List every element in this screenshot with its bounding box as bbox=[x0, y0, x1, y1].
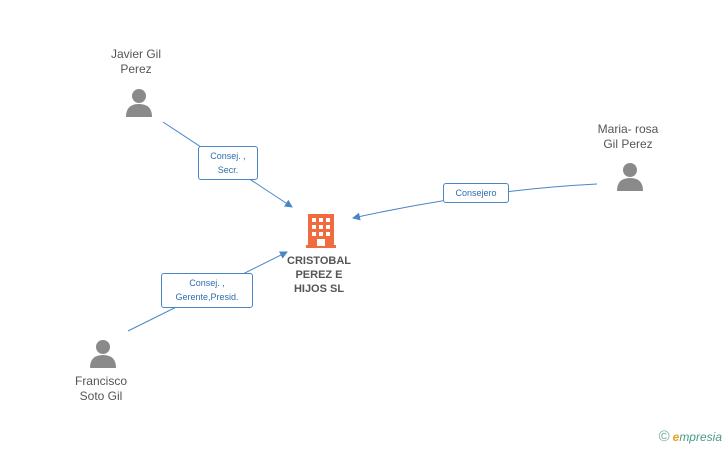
person-name-javier[interactable]: Javier Gil Perez bbox=[110, 47, 161, 76]
building-icon[interactable] bbox=[306, 214, 336, 248]
person-icon[interactable] bbox=[615, 162, 645, 192]
role-box-francisco[interactable]: Consej. , Gerente,Presid. bbox=[161, 273, 253, 308]
role-box-maria[interactable]: Consejero bbox=[443, 183, 509, 203]
copyright-icon: © bbox=[658, 428, 670, 445]
company-name[interactable]: CRISTOBAL PEREZ E HIJOS SL bbox=[287, 255, 351, 295]
brand-logo: ©empresia bbox=[658, 428, 722, 445]
person-name-maria[interactable]: Maria- rosa Gil Perez bbox=[597, 122, 659, 151]
person-name-francisco[interactable]: Francisco Soto Gil bbox=[74, 374, 127, 403]
role-box-javier[interactable]: Consej. , Secr. bbox=[198, 146, 258, 180]
person-icon[interactable] bbox=[124, 88, 154, 118]
person-icon[interactable] bbox=[88, 339, 118, 369]
